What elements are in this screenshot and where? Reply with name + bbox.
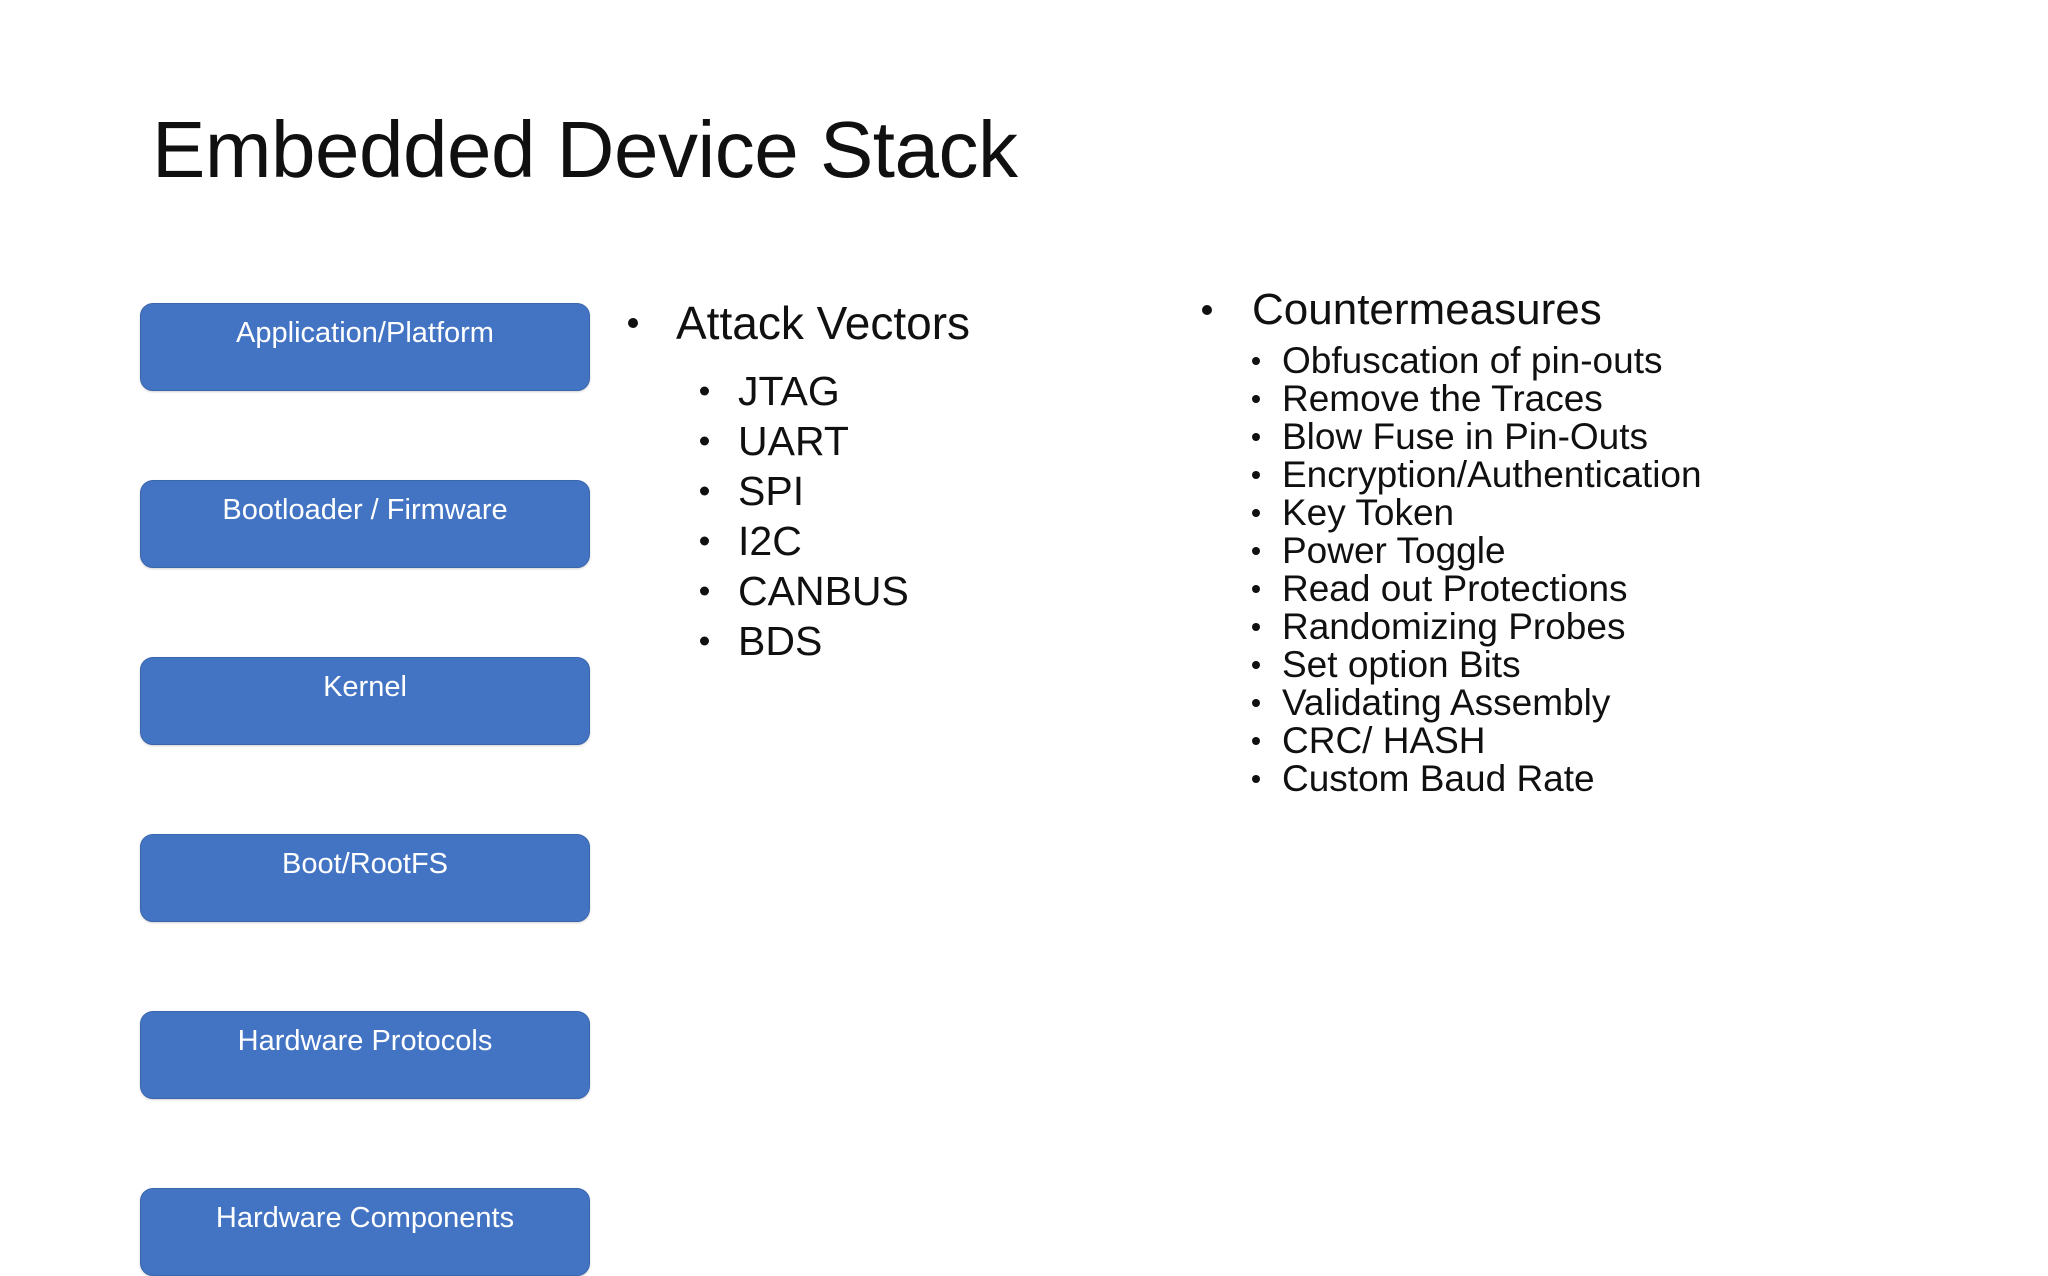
stack-spacer — [140, 391, 590, 480]
slide-canvas: Embedded Device Stack Application/Platfo… — [140, 105, 1986, 1276]
list-item: BDS — [620, 616, 1150, 666]
list-item-label: JTAG — [738, 368, 840, 414]
bullet-dot-icon — [700, 486, 709, 496]
stack-layer-bootloader-firmware: Bootloader / Firmware — [140, 480, 590, 568]
stack-layer-label: Hardware Protocols — [237, 1025, 493, 1057]
list-item-label: Key Token — [1282, 492, 1455, 533]
stack-layer-application-platform: Application/Platform — [140, 303, 590, 391]
list-item-label: Custom Baud Rate — [1282, 758, 1595, 799]
bullet-dot-icon — [700, 386, 709, 396]
list-item-label: Obfuscation of pin-outs — [1282, 340, 1663, 381]
bullet-dot-icon — [1252, 661, 1260, 669]
embedded-device-stack-diagram: Application/Platform Bootloader / Firmwa… — [140, 303, 590, 1276]
list-item-label: Remove the Traces — [1282, 378, 1603, 419]
list-item: Read out Protections — [1196, 570, 1986, 608]
list-item-label: CRC/ HASH — [1282, 720, 1486, 761]
list-item-label: BDS — [738, 618, 823, 664]
bullet-dot-icon — [1252, 547, 1260, 555]
list-item-label: Encryption/Authentication — [1282, 454, 1702, 495]
stack-layer-kernel: Kernel — [140, 657, 590, 745]
stack-layer-label: Application/Platform — [236, 317, 494, 349]
bullet-dot-icon — [1252, 623, 1260, 631]
bullet-dot-icon — [628, 318, 638, 328]
list-item: Set option Bits — [1196, 646, 1986, 684]
list-item-label: Read out Protections — [1282, 568, 1628, 609]
attack-vectors-list: JTAG UART SPI I2C CANBUS BDS — [620, 366, 1150, 666]
list-item: Custom Baud Rate — [1196, 760, 1986, 798]
list-item-label: Validating Assembly — [1282, 682, 1611, 723]
page-title: Embedded Device Stack — [152, 105, 1018, 194]
list-item-label: I2C — [738, 518, 802, 564]
bullet-dot-icon — [1252, 509, 1260, 517]
bullet-dot-icon — [1252, 357, 1260, 365]
bullet-dot-icon — [700, 536, 709, 546]
stack-layer-hardware-protocols: Hardware Protocols — [140, 1011, 590, 1099]
stack-spacer — [140, 568, 590, 657]
list-item: CANBUS — [620, 566, 1150, 616]
bullet-dot-icon — [700, 586, 709, 596]
list-item: Validating Assembly — [1196, 684, 1986, 722]
bullet-dot-icon — [1252, 585, 1260, 593]
list-item: Remove the Traces — [1196, 380, 1986, 418]
bullet-dot-icon — [700, 436, 709, 446]
list-item: CRC/ HASH — [1196, 722, 1986, 760]
stack-spacer — [140, 745, 590, 834]
bullet-dot-icon — [1252, 471, 1260, 479]
attack-vectors-heading-label: Attack Vectors — [676, 297, 971, 349]
list-item: I2C — [620, 516, 1150, 566]
list-item: SPI — [620, 466, 1150, 516]
stack-spacer — [140, 922, 590, 1011]
list-item: Encryption/Authentication — [1196, 456, 1986, 494]
stack-layer-hardware-components: Hardware Components — [140, 1188, 590, 1276]
list-item: Obfuscation of pin-outs — [1196, 342, 1986, 380]
bullet-dot-icon — [1252, 395, 1260, 403]
bullet-dot-icon — [1202, 305, 1212, 315]
attack-vectors-column: Attack Vectors JTAG UART SPI I2C CANBUS — [620, 300, 1150, 666]
countermeasures-column: Countermeasures Obfuscation of pin-outs … — [1196, 288, 1986, 798]
stack-layer-label: Boot/RootFS — [281, 848, 449, 880]
stack-layer-label: Kernel — [323, 671, 407, 703]
list-item: Power Toggle — [1196, 532, 1986, 570]
attack-vectors-heading: Attack Vectors — [620, 300, 1150, 346]
list-item-label: Randomizing Probes — [1282, 606, 1626, 647]
bullet-dot-icon — [1252, 433, 1260, 441]
stack-layer-boot-rootfs: Boot/RootFS — [140, 834, 590, 922]
list-item: Blow Fuse in Pin-Outs — [1196, 418, 1986, 456]
list-item-label: UART — [738, 418, 849, 464]
list-item-label: Set option Bits — [1282, 644, 1521, 685]
bullet-dot-icon — [1252, 737, 1260, 745]
list-item-label: CANBUS — [738, 568, 909, 614]
stack-layer-label: Hardware Components — [215, 1202, 515, 1234]
list-item: Key Token — [1196, 494, 1986, 532]
countermeasures-list: Obfuscation of pin-outs Remove the Trace… — [1196, 342, 1986, 798]
countermeasures-heading-label: Countermeasures — [1252, 285, 1602, 334]
stack-spacer — [140, 1099, 590, 1188]
list-item: Randomizing Probes — [1196, 608, 1986, 646]
list-item: UART — [620, 416, 1150, 466]
bullet-dot-icon — [1252, 775, 1260, 783]
list-item-label: Power Toggle — [1282, 530, 1506, 571]
countermeasures-heading: Countermeasures — [1196, 288, 1986, 332]
list-item-label: Blow Fuse in Pin-Outs — [1282, 416, 1649, 457]
list-item: JTAG — [620, 366, 1150, 416]
stack-layer-label: Bootloader / Firmware — [222, 494, 508, 526]
bullet-dot-icon — [700, 636, 709, 646]
list-item-label: SPI — [738, 468, 805, 514]
bullet-dot-icon — [1252, 699, 1260, 707]
